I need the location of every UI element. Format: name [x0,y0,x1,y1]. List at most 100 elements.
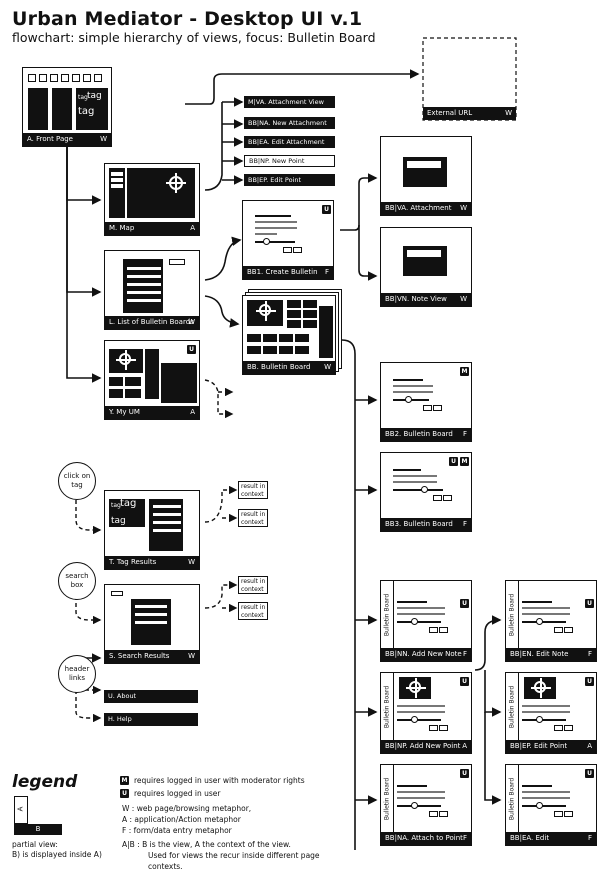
trigger-click-tag: click on tag [58,462,96,500]
toolbar-icon [50,74,58,82]
legend-logged-in: requires logged in user [134,789,221,798]
moderator-lock-icon: M [460,457,469,466]
mini-new-attachment: BB|NA. New Attachment [244,117,335,129]
toolbar-icon [94,74,102,82]
crosshair-icon [256,301,276,321]
user-lock-icon: U [585,599,594,608]
edge-front-to-myum [66,146,102,383]
edge-to-edit-column [474,615,502,671]
page-subtitle: flowchart: simple hierarchy of views, fo… [12,30,376,45]
edge-list-to-bb [204,295,240,328]
user-lock-icon: U [322,205,331,214]
edge-map-to-minis [204,102,223,191]
edge-bb-to-right [341,339,356,850]
legend-ab-line1: A|B : B is the view, A the context of th… [122,840,291,849]
mini-attachment-view: M|VA. Attachment View [244,96,335,108]
legend-title: legend [12,772,78,792]
edge-click-tag [75,493,102,535]
crosshair-icon [406,678,426,698]
user-lock-icon: U [449,457,458,466]
edge-front-to-list [66,146,102,297]
user-lock-icon: U [460,599,469,608]
edge-create-to-views [340,173,378,231]
search-input [111,591,123,596]
edge-search-box [75,596,102,625]
edge-front-to-map [66,146,102,205]
trigger-search-box: search box [58,562,96,600]
legend-partial-view-b: B [14,824,62,835]
legend-w-def: W : web page/browsing metaphor, [122,804,252,813]
view-help: H. Help [104,713,198,726]
external-url-frame [422,37,517,121]
tag-cloud: tag tag tag [76,88,108,130]
create-button [169,259,185,265]
crosshair-icon [116,350,136,370]
toolbar-icon [28,74,36,82]
trigger-header-links: header links [58,655,96,693]
user-lock-icon: U [585,769,594,778]
legend-moderator: requires logged in user with moderator r… [134,776,305,785]
user-lock-icon: U [460,677,469,686]
content-column [52,88,72,130]
user-lock-icon: U [120,789,129,798]
result-in-context: result in context [238,576,268,594]
content-column [28,88,48,130]
crosshair-icon [166,173,186,193]
result-in-context: result in context [238,481,268,499]
toolbar-icon [39,74,47,82]
page-title: Urban Mediator - Desktop UI v.1 [12,8,363,30]
legend-partial-line2: B) is displayed inside A) [12,850,102,859]
toolbar-icon [72,74,80,82]
moderator-lock-icon: M [460,367,469,376]
result-in-context: result in context [238,602,268,620]
result-in-context: result in context [238,509,268,527]
tag-cloud: tag tag tag [109,499,145,527]
edge-tag-to-result [204,485,238,523]
edge-search-to-result [204,580,238,609]
user-lock-icon: U [460,769,469,778]
toolbar-icon [61,74,69,82]
edge-front-to-external [185,69,420,105]
mini-edit-point: BB|EP. Edit Point [244,174,335,186]
legend-f-def: F : form/data entry metaphor [122,826,232,835]
toolbar-icon [83,74,91,82]
legend-partial-line1: partial view: [12,840,58,849]
user-lock-icon: U [585,677,594,686]
legend-a-def: A : application/Action metaphor [122,815,241,824]
view-about: U. About [104,690,198,703]
